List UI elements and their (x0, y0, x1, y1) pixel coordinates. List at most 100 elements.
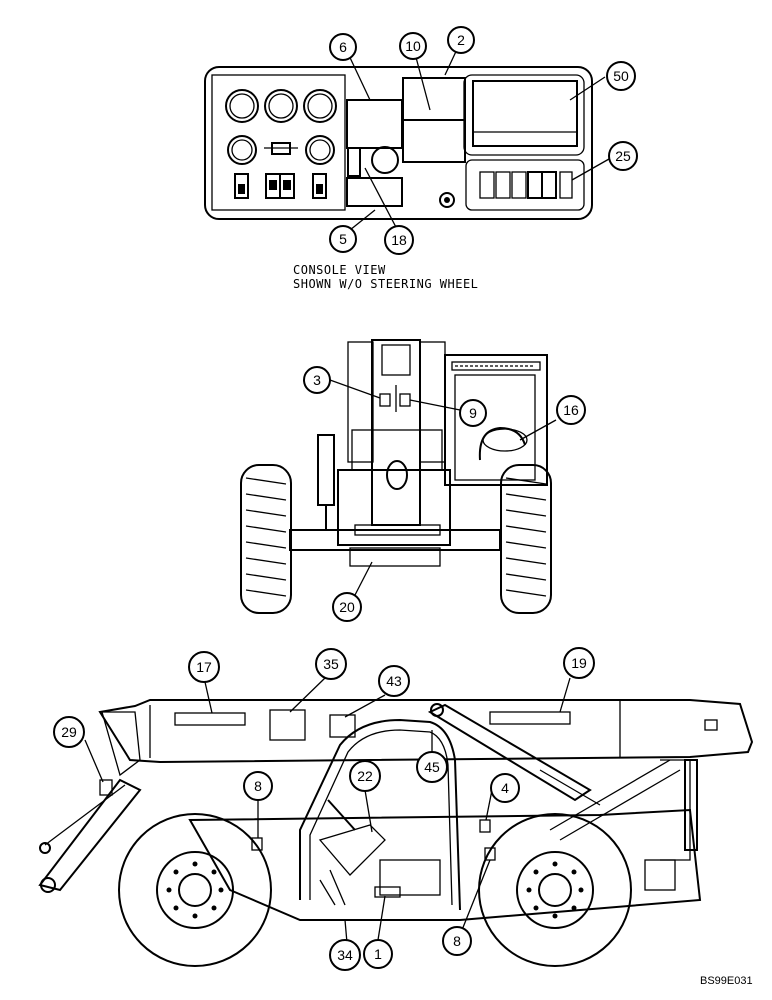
decal-1 (374, 886, 401, 898)
switch-icon (527, 171, 543, 199)
operator-seat (318, 824, 386, 876)
front-wheel (478, 813, 632, 967)
gauge-inner-ring (268, 93, 294, 119)
callout-18: 18 (384, 225, 414, 255)
console-caption-line1: CONSOLE VIEW (293, 263, 386, 277)
stabilizer-arm (38, 778, 142, 892)
seat (351, 429, 443, 471)
switch-icon (511, 171, 527, 199)
rear-bracket (101, 711, 141, 777)
svg-text:34: 34 (337, 947, 353, 963)
gauge-icon (264, 89, 298, 123)
decal-29 (99, 779, 113, 796)
lift-cylinder-pin (430, 703, 444, 717)
callout-35: 35 (315, 648, 347, 680)
leader-line (364, 789, 373, 833)
stabilizer-pivot (39, 842, 51, 854)
leader-line (354, 561, 373, 596)
svg-text:29: 29 (61, 724, 77, 740)
decal-17 (174, 712, 246, 726)
leader-line (289, 677, 326, 713)
callout-6: 6 (329, 33, 357, 61)
decal-9 (399, 393, 411, 407)
left-front-tire (240, 464, 292, 614)
leader-line (519, 419, 557, 441)
cab-rollcage (299, 718, 461, 911)
decal-35 (269, 709, 306, 741)
svg-text:19: 19 (571, 655, 587, 671)
chassis-side (188, 808, 702, 921)
leader-line (349, 209, 376, 231)
side-view: 17 35 43 19 29 8 22 45 4 34 1 (38, 647, 754, 971)
front-wheel-rim (516, 851, 594, 929)
steering-wheel-icon (478, 426, 526, 461)
decal-10-upper (402, 77, 466, 121)
gauge-inner-ring (231, 139, 253, 161)
callout-17: 17 (188, 651, 220, 683)
callout-45: 45 (416, 751, 448, 783)
left-tower (347, 341, 374, 463)
callout-25: 25 (608, 141, 638, 171)
svg-text:3: 3 (313, 372, 321, 388)
key-switch-icon (371, 146, 399, 174)
leader-line (364, 167, 399, 232)
svg-text:9: 9 (469, 405, 477, 421)
steering-wheel-rim (482, 428, 528, 452)
svg-text:17: 17 (196, 659, 212, 675)
gauge-icon (227, 135, 257, 165)
callout-2: 2 (447, 26, 475, 54)
leader-line (569, 76, 606, 101)
cab-interior (454, 374, 536, 481)
decal-3 (379, 393, 391, 407)
cab-roof-vent (451, 361, 541, 371)
gauge-inner-ring (229, 93, 255, 119)
gauge-cluster-frame (211, 74, 346, 211)
rocker-switch-detail (283, 180, 291, 190)
rear-wheel (118, 813, 272, 967)
switch-panel-frame (465, 159, 585, 211)
control-lever (329, 869, 346, 906)
leader-line (409, 399, 461, 411)
leader-line (571, 158, 610, 181)
leader-line (204, 681, 213, 714)
decal-43 (329, 714, 356, 738)
leader-line (344, 694, 386, 718)
stabilizer-pivot (40, 877, 56, 893)
rear-wheel-hub (178, 873, 212, 907)
boom (371, 339, 421, 526)
svg-text:6: 6 (339, 39, 347, 55)
chassis (337, 469, 451, 546)
front-cylinder (684, 759, 698, 851)
svg-text:8: 8 (254, 778, 262, 794)
axle-beam (289, 529, 501, 551)
switch-icon (495, 171, 511, 199)
tire-tread-pattern (245, 477, 547, 597)
callout-8-front: 8 (442, 926, 472, 956)
callout-9: 9 (459, 399, 487, 427)
svg-text:43: 43 (386, 673, 402, 689)
right-panel-frame (463, 74, 585, 156)
leader-line (84, 739, 104, 783)
boom-cylinder-eye (386, 460, 408, 490)
rocker-switch-icon (312, 173, 327, 199)
horn-button-center (444, 197, 450, 203)
steering-column (327, 799, 356, 831)
boom-head (381, 344, 411, 376)
console-view: 6 10 2 50 25 5 18 CONSOLE VIEW SHOWN W/O… (204, 26, 638, 291)
gauge-icon (225, 89, 259, 123)
decal-6 (346, 99, 403, 149)
leader-line (329, 379, 381, 399)
svg-text:22: 22 (357, 768, 373, 784)
boom-side (98, 699, 754, 764)
wheel-lug-nuts (166, 861, 584, 919)
rear-wheel-rim (156, 851, 234, 929)
callout-20: 20 (332, 592, 362, 622)
leader-line (461, 859, 491, 931)
decal-strip (347, 147, 361, 177)
svg-text:4: 4 (501, 780, 509, 796)
cab-rollcage-inner (309, 729, 453, 906)
lift-cylinder-rod (539, 769, 601, 806)
switch-icon (479, 171, 495, 199)
axle-housing (349, 547, 441, 567)
